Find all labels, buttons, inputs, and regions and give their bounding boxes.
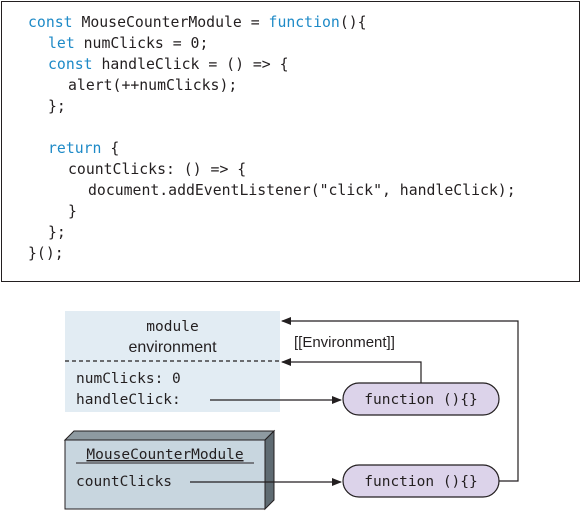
code-text: }	[68, 203, 77, 220]
code-line: countClicks: () => {	[68, 159, 246, 180]
code-keyword: function	[268, 14, 340, 31]
module-title: MouseCounterModule	[86, 447, 243, 463]
bottom-function-environment-arrow	[281, 317, 519, 482]
code-keyword: const	[28, 14, 73, 31]
env-entry-handleclick: handleClick:	[76, 392, 181, 408]
code-line: document.addEventListener("click", handl…	[88, 180, 516, 201]
top-function-environment-arrow	[281, 358, 422, 383]
code-line: return {	[48, 138, 119, 159]
code-line: }	[68, 201, 77, 222]
environment-title-line1: module	[146, 319, 198, 335]
code-keyword: return	[48, 140, 102, 157]
code-line: let numClicks = 0;	[48, 33, 208, 54]
code-text: countClicks: () => {	[68, 161, 247, 178]
function-closure-bottom-label: function (){}	[364, 474, 478, 490]
code-keyword: const	[48, 56, 93, 73]
code-text: };	[48, 98, 66, 115]
code-line: const handleClick = () => {	[48, 54, 289, 75]
code-text: document.addEventListener("click", handl…	[88, 182, 516, 199]
code-text: (){	[339, 14, 367, 31]
function-closure-top-label: function (){}	[364, 392, 478, 408]
code-text: alert(++numClicks);	[68, 77, 238, 94]
code-listing: const MouseCounterModule = function(){le…	[1, 1, 580, 282]
code-text: {	[101, 140, 120, 157]
code-line: };	[48, 96, 66, 117]
code-text: }();	[28, 245, 64, 262]
code-line: }();	[28, 243, 64, 264]
code-line: const MouseCounterModule = function(){	[28, 12, 367, 33]
environment-title-line2: environment	[128, 339, 217, 356]
code-line: alert(++numClicks);	[68, 75, 237, 96]
code-text: };	[48, 224, 66, 241]
module-box-side	[264, 429, 275, 511]
module-entry-countclicks: countClicks	[76, 474, 172, 490]
code-text: MouseCounterModule =	[72, 14, 269, 31]
code-text: numClicks = 0;	[74, 35, 209, 52]
code-line: };	[48, 222, 66, 243]
environment-reference-label: [[Environment]]	[294, 334, 395, 351]
code-keyword: let	[48, 35, 75, 52]
module-box-top	[63, 430, 276, 441]
module-box	[64, 439, 266, 510]
code-text: handleClick = () => {	[92, 56, 289, 73]
env-entry-numclicks: numClicks: 0	[76, 371, 181, 387]
